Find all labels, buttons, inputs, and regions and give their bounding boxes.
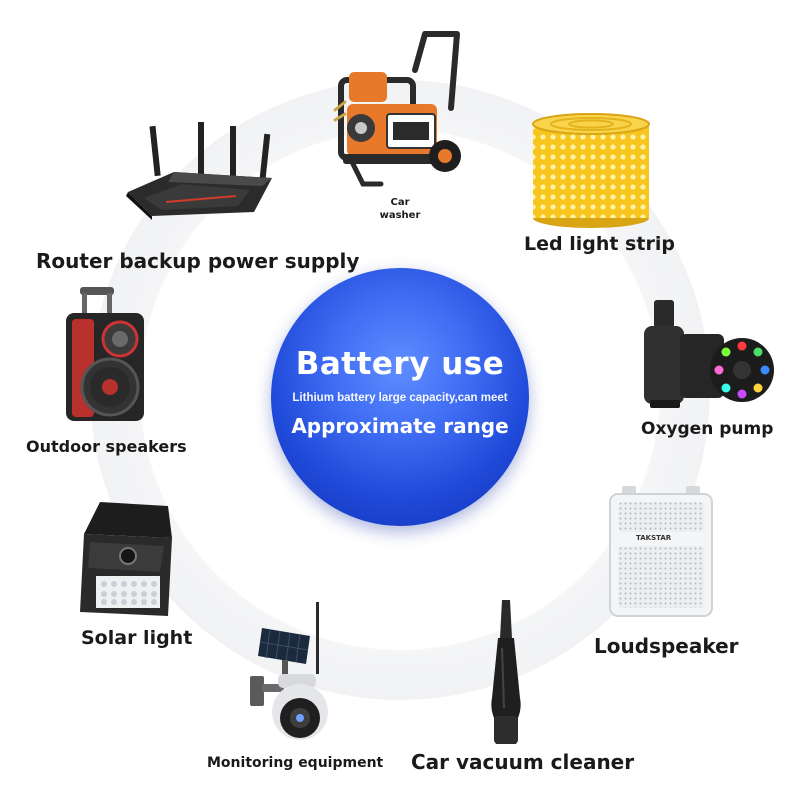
oxygen-pump-icon [644,300,774,408]
takstar-brand: TAKSTAR [636,534,672,542]
battery-use-circle: Battery use Lithium battery large capaci… [271,268,529,526]
car-washer-icon [333,31,461,187]
oxygen-pump-label: Oxygen pump [641,419,774,439]
router-label: Router backup power supply [36,249,360,273]
router-icon [126,122,272,220]
car-vacuum-cleaner-label: Car vacuum cleaner [411,750,635,774]
car-vacuum-cleaner-icon [491,600,521,744]
led-light-strip-icon [532,113,650,228]
solar-light-label: Solar light [81,627,193,649]
center-subtitle: Lithium battery large capacity,can meet [292,392,508,404]
monitoring-equipment-icon [250,602,328,740]
outdoor-speakers-icon [66,287,144,421]
loudspeaker-icon [609,486,713,617]
led-light-strip-label: Led light strip [524,233,675,255]
loudspeaker-label: Loudspeaker [594,634,739,658]
center-title: Battery use [295,346,505,382]
outdoor-speakers-label: Outdoor speakers [26,437,187,456]
solar-light-icon [80,502,172,616]
car-washer-label: Car washer [379,197,421,221]
monitoring-equipment-label: Monitoring equipment [207,755,384,771]
center-range: Approximate range [291,414,509,438]
